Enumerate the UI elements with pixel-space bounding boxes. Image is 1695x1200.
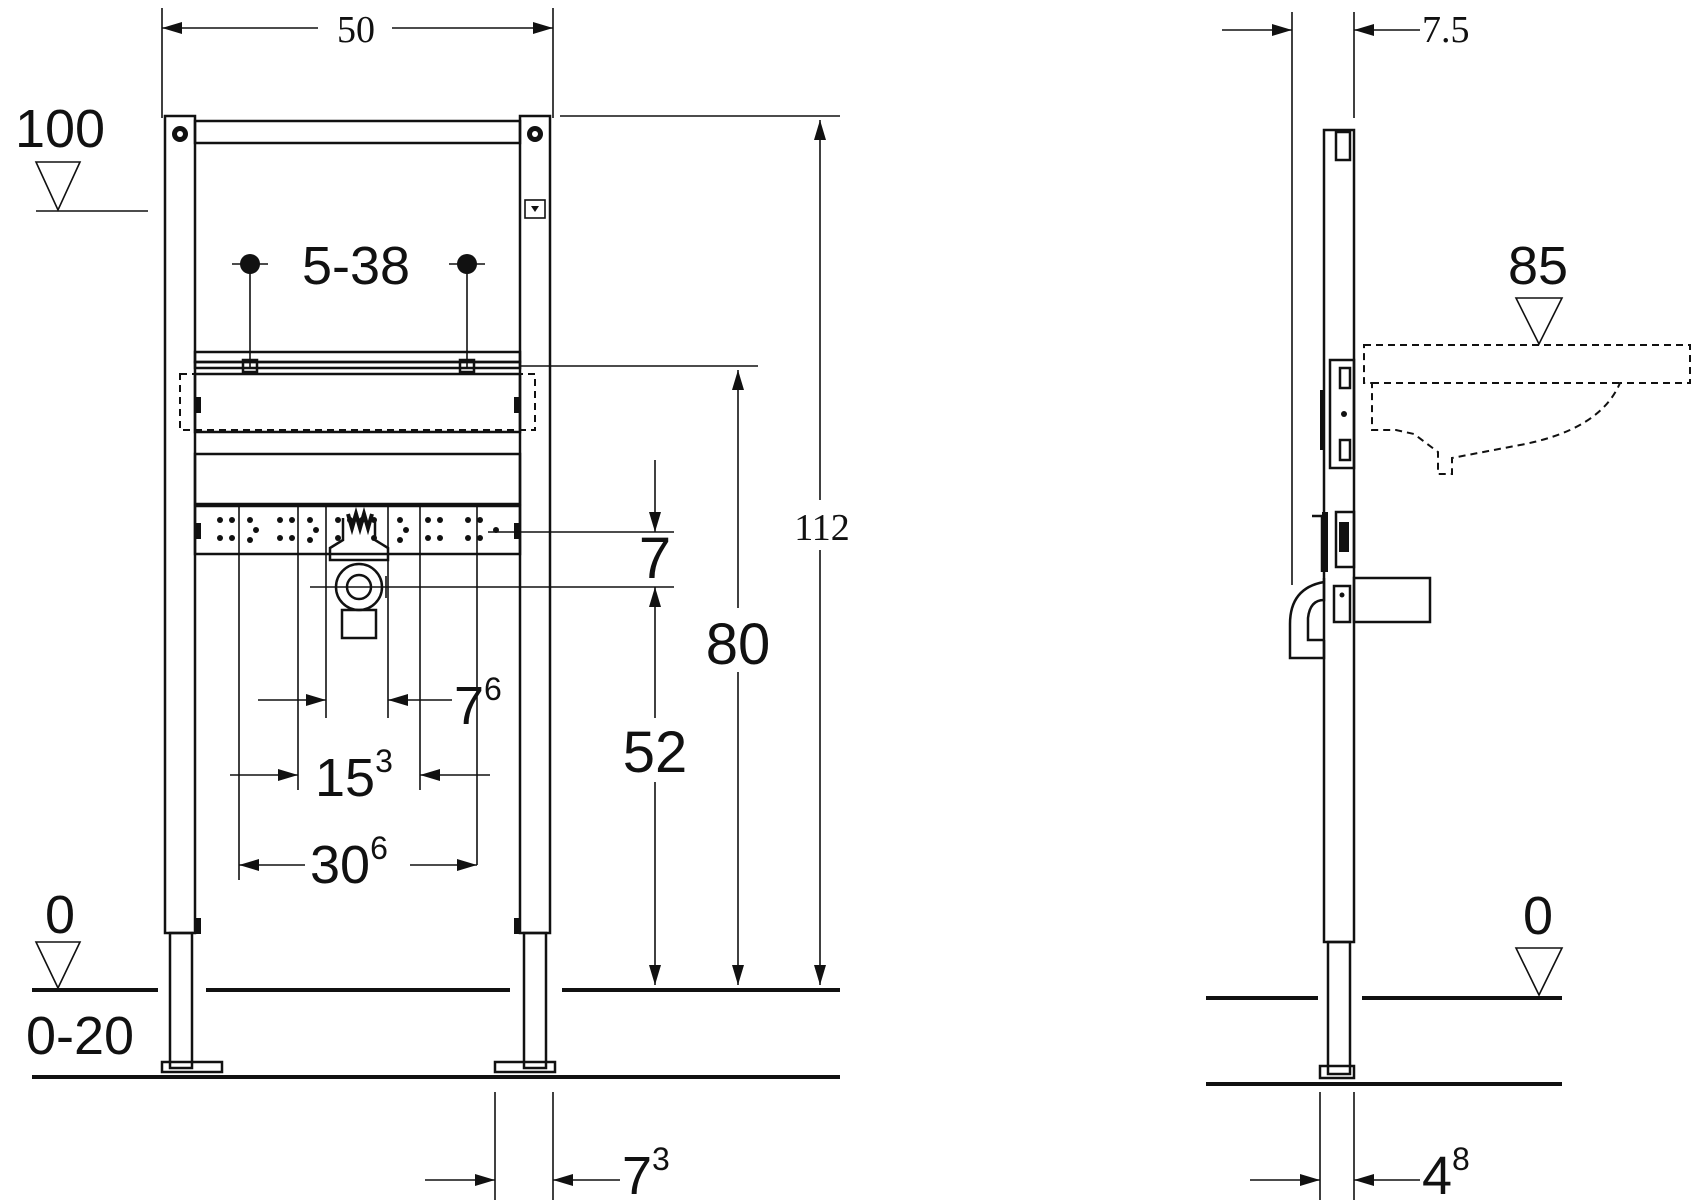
drain-height-label: 52 — [623, 720, 688, 785]
basin-outline: 85 — [1363, 236, 1691, 475]
side-floor-label: 0 — [1523, 886, 1553, 946]
frame-top-rail — [193, 119, 522, 145]
floor-level-label: 0 — [45, 885, 75, 945]
width-label: 50 — [337, 9, 375, 51]
width-dimension: 50 — [161, 8, 554, 118]
foot-depth-value: 4 — [1422, 1146, 1452, 1200]
supply-spacing-mid-dimension: 153 — [230, 743, 490, 808]
svg-text:76: 76 — [454, 671, 502, 736]
drain-spacing-label: 7 — [639, 526, 671, 591]
fixing-point-left — [240, 254, 260, 274]
mounting-crossbar — [179, 350, 536, 506]
supply-spacing-small-dimension: 76 — [258, 671, 502, 736]
supply-spacing-large-dimension: 306 — [239, 830, 477, 895]
height-dimensions: 112 80 7 52 — [310, 115, 856, 985]
side-floor-marker: 0 — [1206, 886, 1564, 1086]
depth-dimension: 7.5 — [1222, 9, 1470, 585]
total-height-label: 112 — [794, 507, 850, 549]
side-view: 7.5 85 — [1206, 9, 1691, 1200]
bracket-height-label: 80 — [706, 612, 771, 677]
fixing-point-right — [457, 254, 477, 274]
frame-left-post — [160, 114, 224, 1074]
svg-text:48: 48 — [1422, 1141, 1470, 1200]
foot-width-value: 7 — [622, 1146, 652, 1200]
front-view: 50 100 — [15, 8, 856, 1200]
depth-label: 7.5 — [1422, 9, 1470, 51]
supply-spacing-large-sup: 6 — [370, 830, 388, 866]
supply-spacing-small-sup: 6 — [484, 671, 502, 707]
fixing-span-label: 5-38 — [302, 236, 410, 296]
svg-text:306: 306 — [310, 830, 388, 895]
supply-spacing-small-value: 7 — [454, 676, 484, 736]
level-100-marker: 100 — [15, 99, 148, 212]
level-100-label: 100 — [15, 99, 105, 159]
drain-fitting — [328, 506, 390, 640]
foot-width-sup: 3 — [652, 1141, 670, 1177]
supply-guide-lines — [238, 506, 478, 880]
supply-spacing-large-value: 30 — [310, 835, 370, 895]
supply-spacing-mid-value: 15 — [315, 748, 375, 808]
basin-level-label: 85 — [1508, 236, 1568, 296]
frame-right-post — [493, 114, 557, 1074]
supply-spacing-mid-sup: 3 — [375, 743, 393, 779]
side-frame-post — [1312, 128, 1356, 1080]
fixing-points: 5-38 — [232, 236, 485, 374]
foot-width-dimension: 73 — [425, 1092, 670, 1200]
side-drain — [1288, 576, 1432, 660]
foot-depth-sup: 8 — [1452, 1141, 1470, 1177]
foot-depth-dimension: 48 — [1250, 1092, 1470, 1200]
svg-text:153: 153 — [315, 743, 393, 808]
svg-text:73: 73 — [622, 1141, 670, 1200]
supply-rail — [193, 504, 522, 556]
floor-level-marker: 0 0-20 — [26, 885, 840, 1079]
floor-range-label: 0-20 — [26, 1006, 134, 1066]
